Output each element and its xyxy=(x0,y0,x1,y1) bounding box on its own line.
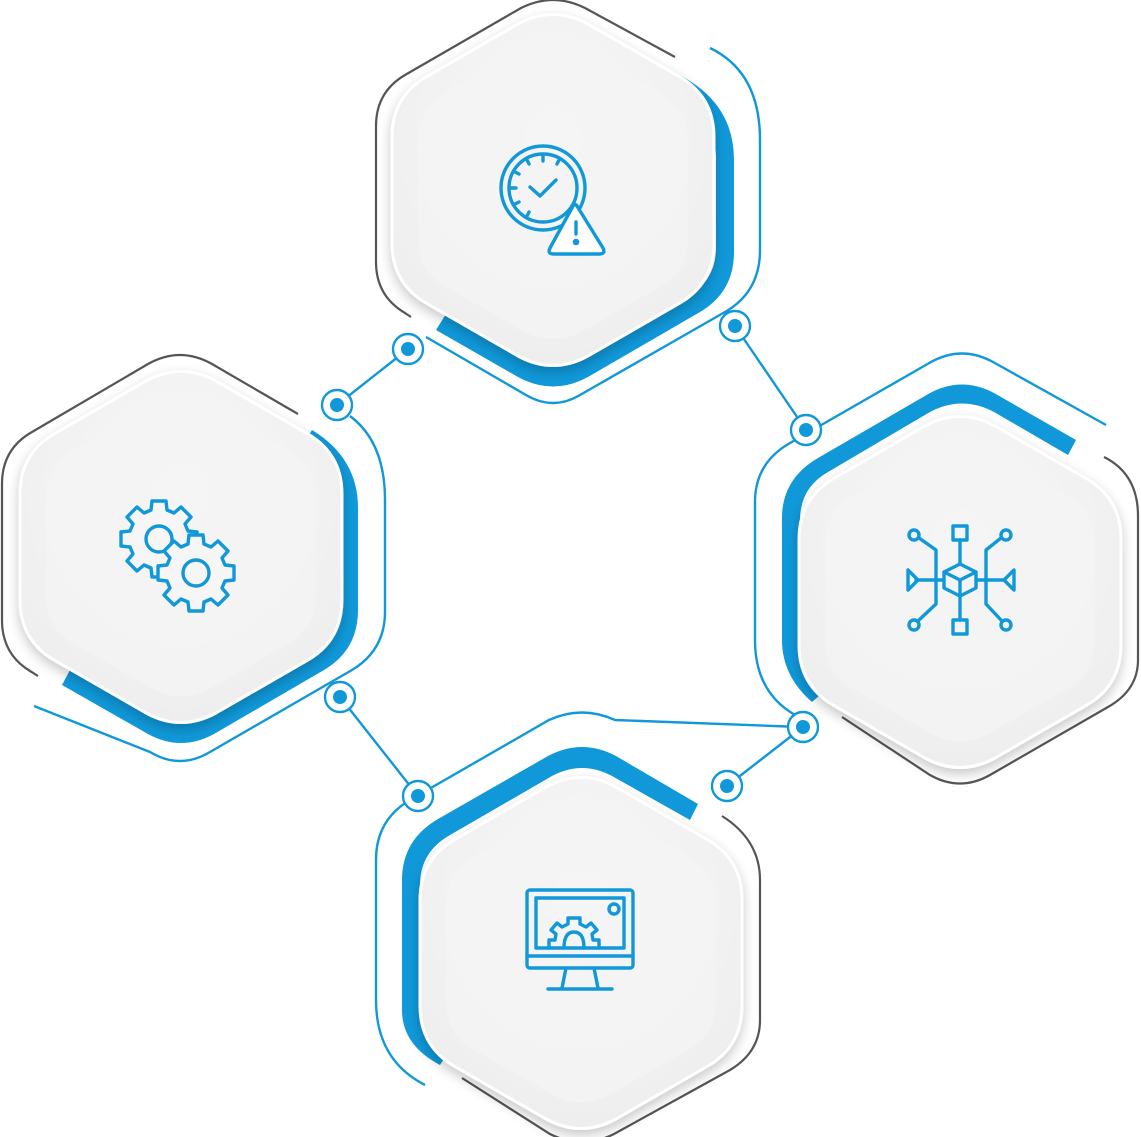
connector-dot xyxy=(320,388,354,422)
connector-dot xyxy=(789,413,823,447)
connector-dots xyxy=(320,309,823,813)
outer-accent-ring-left xyxy=(33,415,387,763)
outer-accent-ring-right xyxy=(753,352,1107,717)
node-top[interactable] xyxy=(374,0,762,405)
hexagon-inner-bottom xyxy=(446,803,716,1103)
node-left[interactable] xyxy=(0,354,387,763)
monitor-gear-icon xyxy=(525,888,635,991)
outer-outline-top xyxy=(374,0,676,318)
connector-left-bottom xyxy=(339,696,419,797)
connector-dot xyxy=(391,332,425,366)
clock-warning-icon xyxy=(499,144,606,256)
gears-icon xyxy=(119,499,236,613)
outer-outline-left xyxy=(0,354,299,677)
connector-dot xyxy=(718,309,752,343)
connector-dot xyxy=(786,710,820,744)
connector-dot xyxy=(710,769,744,803)
connector-dot xyxy=(323,680,357,714)
hexagon-inner-top xyxy=(418,40,688,340)
connector-top-right xyxy=(734,325,807,431)
network-cube-icon xyxy=(906,524,1016,636)
outer-outline-right xyxy=(841,456,1140,785)
node-right[interactable] xyxy=(753,352,1140,785)
outer-accent-ring-bottom xyxy=(374,711,801,1087)
outer-outline-bottom xyxy=(461,815,762,1137)
connector-dot xyxy=(401,779,435,813)
node-bottom[interactable] xyxy=(374,711,801,1137)
outer-accent-ring-top xyxy=(425,46,762,405)
